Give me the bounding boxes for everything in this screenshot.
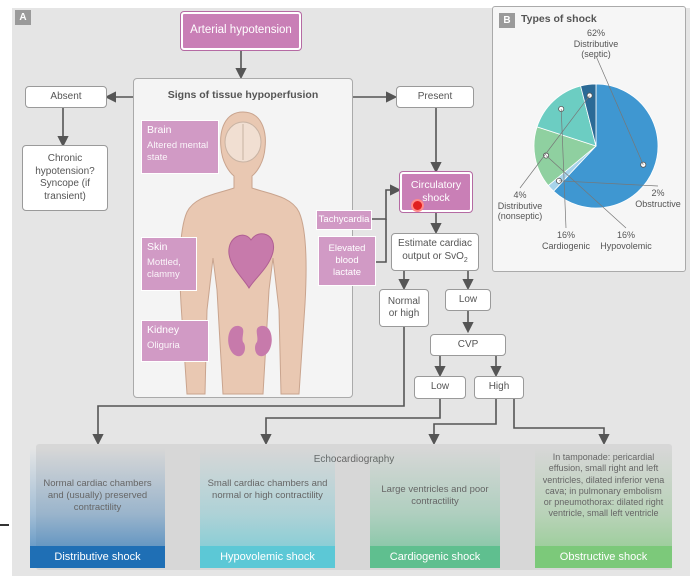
absent-box: Absent xyxy=(25,86,107,108)
organ-kidney-title: Kidney xyxy=(147,324,180,336)
organ-skin-title: Skin xyxy=(147,241,168,253)
arrow-lactate xyxy=(376,219,387,263)
pie-slice-4 xyxy=(580,83,597,147)
pie-value-label-0: 62% xyxy=(587,28,605,38)
margin-dash xyxy=(0,524,9,526)
arrow-to-hypovolemic xyxy=(260,399,441,446)
estimate-text: Estimate cardiac output or SvO2 xyxy=(396,238,474,265)
echo-col-cardiogenic-text: Large ventricles and poor contractility xyxy=(381,484,489,507)
echo-col-cardiogenic-label: Cardiogenic shock xyxy=(370,546,500,568)
cvp-high-box: High xyxy=(474,376,524,399)
organ-brain: Brain Altered mental state xyxy=(141,120,219,174)
kidney-left xyxy=(228,325,245,357)
pie-value-label-3: 16% xyxy=(557,230,575,240)
echo-col-obstructive: In tamponade: pericardial effusion, smal… xyxy=(535,448,672,568)
body-illustration xyxy=(179,111,307,395)
organ-kidney-desc: Oliguria xyxy=(147,340,180,352)
organ-brain-desc: Altered mental state xyxy=(147,140,209,163)
panel-b-title: Types of shock xyxy=(521,13,597,25)
pie-value-label-1: 2% xyxy=(651,188,664,198)
kidney-right xyxy=(255,325,272,357)
organ-skin: Skin Mottled, clammy xyxy=(141,237,197,291)
echo-col-distributive-text: Normal cardiac chambers and (usually) pr… xyxy=(43,478,152,513)
arrow-to-cardiogenic xyxy=(428,399,497,446)
echo-col-cardiogenic: Large ventricles and poor contractility … xyxy=(370,448,500,568)
pie-slice-2 xyxy=(533,126,597,187)
echo-col-obstructive-label: Obstructive shock xyxy=(535,546,672,568)
pie-category-label-1-0: Obstructive xyxy=(635,199,681,209)
present-box: Present xyxy=(396,86,474,108)
arrow-to-obstructive xyxy=(513,399,610,446)
pie-leader-0 xyxy=(595,55,644,165)
estimate-subscript: 2 xyxy=(463,256,468,264)
pie-chart: 62%Distributive(septic)2%Obstructive16%H… xyxy=(498,28,681,251)
arrow-to-distributive xyxy=(92,326,405,446)
echo-col-hypovolemic: Small cardiac chambers and normal or hig… xyxy=(200,448,335,568)
pie-value-label-4: 4% xyxy=(513,190,526,200)
pie-category-label-4-0: Distributive xyxy=(498,201,543,211)
organ-brain-title: Brain xyxy=(147,124,172,136)
tachycardia-box: Tachycardia xyxy=(316,210,372,230)
echo-col-obstructive-text: In tamponade: pericardial effusion, smal… xyxy=(542,452,665,519)
pie-category-label-2-0: Hypovolemic xyxy=(600,241,652,251)
normal-or-high-box: Normal or high xyxy=(379,289,429,327)
signs-title: Signs of tissue hypoperfusion xyxy=(167,89,319,101)
organ-skin-desc: Mottled, clammy xyxy=(147,257,181,280)
pie-leader-3 xyxy=(560,108,567,229)
arterial-hypotension-box: Arterial hypotension xyxy=(181,12,301,50)
pie-value-label-2: 16% xyxy=(617,230,635,240)
pie-leader-2 xyxy=(545,155,627,229)
heart-shape xyxy=(228,233,275,289)
arrow-tachycardia xyxy=(372,184,402,220)
cvp-low-box: Low xyxy=(414,376,466,399)
organ-kidney: Kidney Oliguria xyxy=(141,320,209,362)
lactate-box: Elevated blood lactate xyxy=(318,236,376,286)
pie-leader-4 xyxy=(519,95,590,189)
pie-category-label-0-0: Distributive xyxy=(574,39,619,49)
low-output-box: Low xyxy=(445,289,491,311)
estimate-main: Estimate cardiac output or SvO xyxy=(398,238,472,262)
pie-category-label-3-0: Cardiogenic xyxy=(542,241,591,251)
cursor-dot xyxy=(411,199,424,212)
echo-col-distributive-label: Distributive shock xyxy=(30,546,165,568)
pie-leader-1 xyxy=(558,180,659,187)
panel-b-tag: B xyxy=(499,13,515,28)
absent-result-box: Chronic hypotension? Syncope (if transie… xyxy=(22,145,108,211)
echo-col-distributive: Normal cardiac chambers and (usually) pr… xyxy=(30,448,165,568)
echo-col-hypovolemic-label: Hypovolemic shock xyxy=(200,546,335,568)
echo-col-hypovolemic-text: Small cardiac chambers and normal or hig… xyxy=(207,478,328,501)
panel-a-tag: A xyxy=(15,10,31,25)
estimate-box: Estimate cardiac output or SvO2 xyxy=(391,233,479,271)
pie-category-label-4-1: (nonseptic) xyxy=(498,211,543,221)
echo-title: Echocardiography xyxy=(313,454,395,465)
pie-slice-3 xyxy=(536,85,597,147)
pie-slice-0 xyxy=(552,83,659,209)
cvp-box: CVP xyxy=(430,334,506,356)
pie-category-label-0-1: (septic) xyxy=(581,49,611,59)
